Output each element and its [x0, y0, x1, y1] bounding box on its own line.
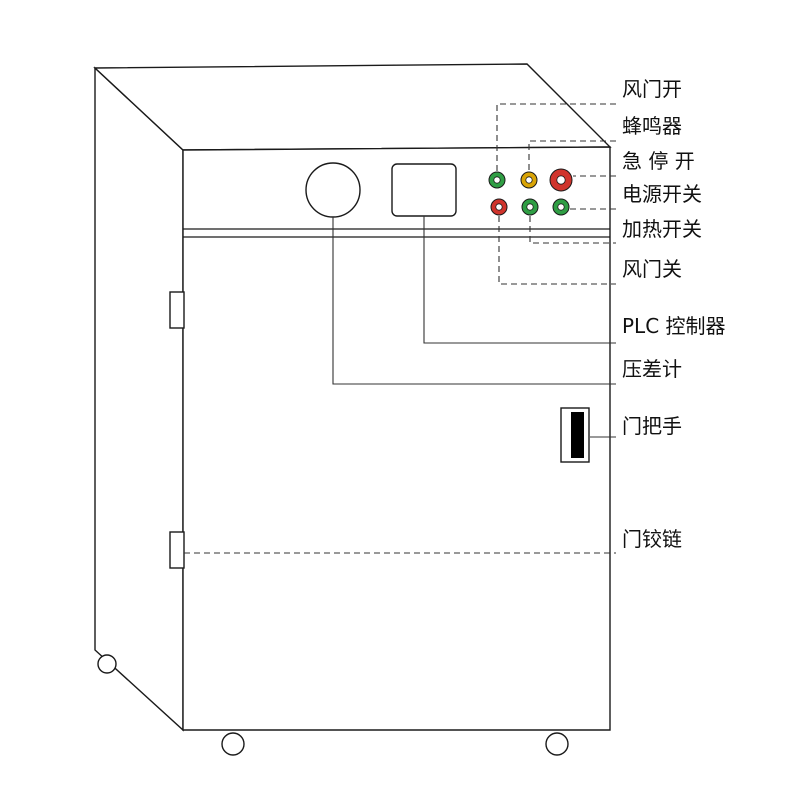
label-plc-controller: PLC 控制器: [622, 314, 726, 338]
indicator-lights-top-row: [488, 168, 573, 192]
label-damper-open: 风门开: [622, 77, 682, 101]
door-hinges: [169, 291, 185, 569]
leader-damper-close: [498, 216, 616, 285]
pressure-gauge: [305, 162, 361, 218]
leader-lines: [184, 103, 616, 554]
label-door-handle: 门把手: [622, 414, 682, 438]
buzzer-light-center: [525, 176, 533, 184]
label-buzzer: 蜂鸣器: [622, 114, 682, 138]
label-door-hinge: 门铰链: [622, 527, 682, 551]
leader-heater-switch: [529, 216, 616, 244]
label-emergency-stop: 急 停 开: [622, 149, 695, 173]
label-heater-switch: 加热开关: [622, 217, 702, 241]
casters: [97, 654, 569, 756]
emergency-stop-button-center: [556, 175, 566, 185]
cabinet-front-face: [182, 146, 611, 731]
cabinet-left-side-panel: [94, 66, 184, 732]
power-switch-light-center: [557, 203, 565, 211]
callout-labels: 风门开 蜂鸣器 急 停 开 电源开关 加热开关 风门关 PLC 控制器 压差计 …: [622, 77, 726, 551]
heater-switch-light-center: [526, 203, 534, 211]
leader-plc-controller: [423, 216, 616, 344]
damper-open-light-center: [493, 176, 501, 184]
door-handle: [560, 407, 590, 463]
cabinet-top-face: [93, 63, 612, 151]
label-pressure-gauge: 压差计: [622, 357, 682, 381]
damper-close-light-center: [495, 203, 503, 211]
label-power-switch: 电源开关: [622, 182, 702, 206]
door-hinge-lower: [169, 531, 185, 569]
leader-damper-open: [496, 103, 616, 171]
indicator-lights-bottom-row: [490, 198, 570, 216]
cabinet-body: [93, 63, 612, 732]
caster-front-left: [221, 732, 245, 756]
door-hinge-upper: [169, 291, 185, 329]
control-panel: [305, 162, 573, 218]
plc-controller-display: [391, 163, 457, 217]
door-handle-grip: [571, 412, 584, 458]
label-damper-close: 风门关: [622, 257, 682, 281]
leader-pressure-gauge: [332, 217, 616, 385]
caster-front-right: [545, 732, 569, 756]
caster-back-left: [97, 654, 117, 674]
